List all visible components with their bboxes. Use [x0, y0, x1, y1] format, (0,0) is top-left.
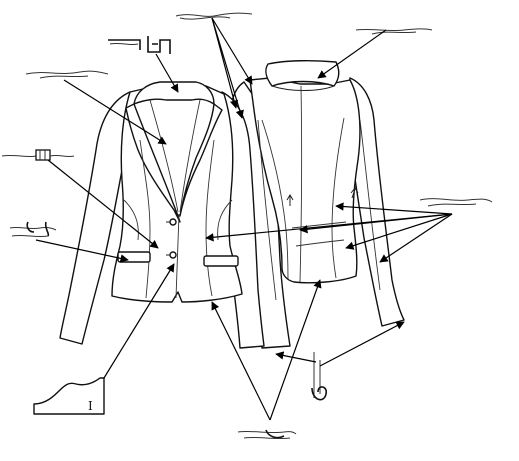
front-pocket-left: [117, 251, 151, 263]
back-collar: [265, 59, 340, 87]
scribble-label-left: [25, 70, 109, 79]
scribble-label-fabric: [108, 36, 171, 54]
scribble-label-top-right: [355, 28, 433, 35]
scribble-label-pocket: [9, 221, 57, 238]
front-button-top: [169, 218, 177, 226]
detail-mark: I: [88, 399, 93, 413]
scribble-label-top: [175, 12, 253, 20]
scribble-label-loop: [311, 352, 328, 401]
front-button-bottom: [169, 251, 177, 259]
scribble-label-trim: [1, 149, 75, 161]
shoulder-detail-box: I: [33, 377, 105, 415]
back-right-sleeve: [345, 77, 405, 327]
scribble-label-bottom: [237, 429, 297, 440]
front-pocket-right: [203, 255, 239, 267]
scribble-label-right: [419, 198, 493, 207]
front-left-sleeve: [59, 91, 131, 345]
front-right-lapel: [179, 103, 223, 217]
annotation-arrows: [35, 17, 453, 421]
jacket-front-icon: [59, 81, 265, 349]
front-left-lapel: [125, 103, 181, 223]
